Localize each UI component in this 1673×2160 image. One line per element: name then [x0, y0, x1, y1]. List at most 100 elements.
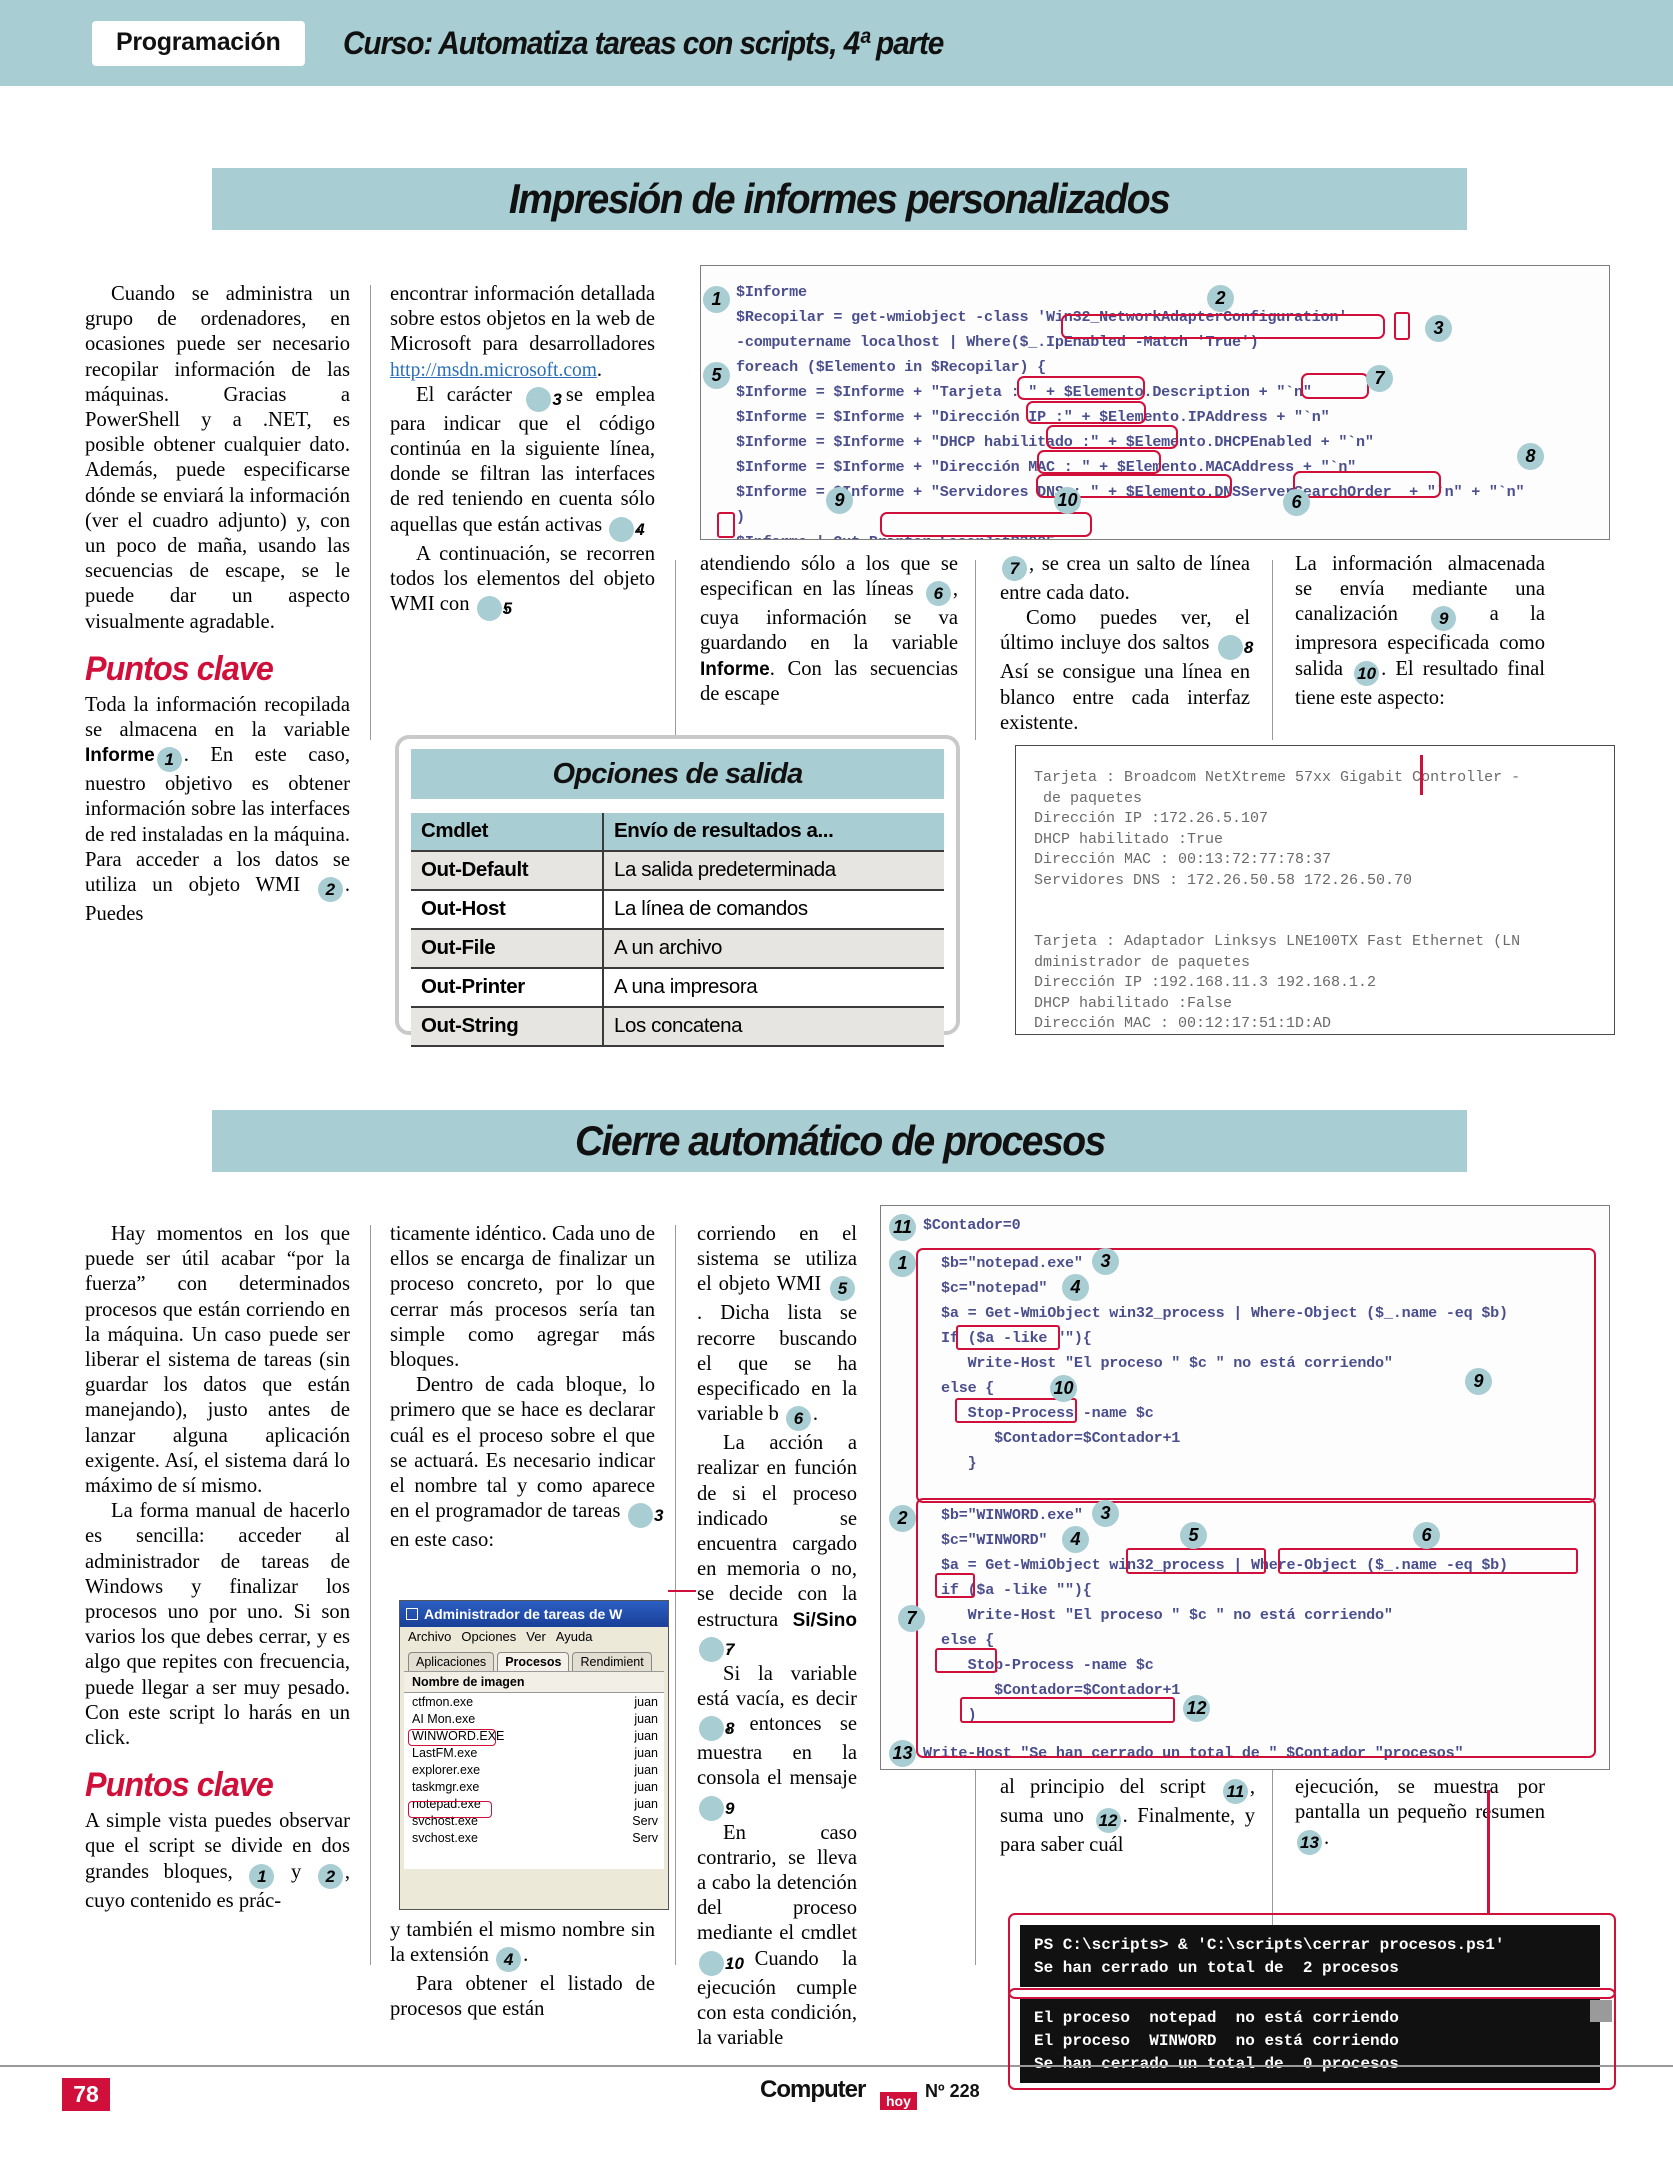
- code-line-7: $Informe = $Informe + "DHCP habilitado :…: [736, 433, 1374, 451]
- menu-archivo[interactable]: Archivo: [408, 1629, 452, 1644]
- tab-rendimiento[interactable]: Rendimient: [572, 1652, 652, 1671]
- marker-10: 10: [1354, 660, 1380, 686]
- marker-3: 3: [526, 386, 562, 412]
- code-marker-2: 2: [1207, 285, 1234, 312]
- code-line-11: $Informe | Out-Printer LaserJetP3005: [736, 533, 1055, 539]
- sample-output-informes: Tarjeta : Broadcom NetXtreme 57xx Gigabi…: [1015, 745, 1615, 1035]
- s2-code-marker-4: 4: [1062, 1274, 1089, 1301]
- column-rule-8: [1272, 1760, 1273, 1965]
- code-marker-5: 5: [703, 362, 730, 389]
- task-manager-screenshot: Administrador de tareas de W Archivo Opc…: [399, 1600, 669, 1910]
- s2-c3-p2: La acción a realizar en función de si el…: [697, 1431, 857, 1662]
- cell-desc: A un archivo: [603, 929, 944, 969]
- code-line-4: foreach ($Elemento in $Recopilar) {: [736, 358, 1047, 376]
- menu-opciones[interactable]: Opciones: [461, 1629, 517, 1644]
- cell-cmdlet: Out-Default: [411, 851, 604, 891]
- menu-ayuda[interactable]: Ayuda: [555, 1629, 593, 1644]
- s2-code-line-11: $b="WINWORD.exe": [941, 1506, 1083, 1524]
- cell-cmdlet: Out-Host: [411, 890, 604, 930]
- s1-c1-p2: Toda la información recopilada se almace…: [85, 693, 350, 926]
- s2-code-line-9: $Contador=$Contador+1: [941, 1429, 1181, 1447]
- s1-column-1: Cuando se administra un grupo de ordenad…: [85, 282, 350, 927]
- tab-aplicaciones[interactable]: Aplicaciones: [408, 1652, 495, 1671]
- output-options-title: Opciones de salida: [411, 749, 944, 799]
- s2-code-line-19: ): [941, 1706, 977, 1724]
- marker-5: 5: [476, 596, 512, 622]
- col-header-envio: Envío de resultados a...: [603, 813, 944, 852]
- code-line-6: $Informe = $Informe + "Dirección IP :" +…: [736, 408, 1330, 426]
- process-list-header[interactable]: Nombre de imagen: [404, 1671, 664, 1693]
- s2-c2-p2: Dentro de cada bloque, lo primero que se…: [390, 1374, 664, 1552]
- code-marker-3: 3: [1425, 315, 1452, 342]
- brand-suffix: hoy: [880, 2092, 917, 2110]
- table-row: Out-Printer A una impresora: [411, 968, 944, 1008]
- s2-code-marker-10: 10: [1050, 1375, 1077, 1402]
- marker-2: 2: [317, 877, 343, 903]
- section-banner-cierre: Cierre automático de procesos: [212, 1110, 1467, 1172]
- s1-c4-p2: Como puedes ver, el último incluye dos s…: [1000, 607, 1254, 734]
- s2-code-line-4: $a = Get-WmiObject win32_process | Where…: [941, 1304, 1508, 1322]
- column-rule-6: [675, 1225, 676, 1965]
- brand-name: Computer: [760, 2076, 866, 2103]
- s2-code-line-2: $b="notepad.exe": [941, 1254, 1083, 1272]
- cell-cmdlet: Out-File: [411, 929, 604, 969]
- code-line-3: -computername localhost | Where($_.IpEna…: [736, 333, 1259, 351]
- callout-line-13: [1487, 1790, 1490, 1915]
- s2-code-marker-2: 2: [889, 1505, 916, 1532]
- s2-code-line-16: else {: [941, 1631, 995, 1649]
- marker-12: 12: [1095, 1808, 1121, 1834]
- s2-code-line-7: else {: [941, 1379, 995, 1397]
- s1-column-2: encontrar información detallada sobre es…: [390, 282, 655, 622]
- marker-6: 6: [785, 1406, 811, 1432]
- s2-column-2b: y también el mismo nombre sin la extensi…: [390, 1918, 655, 2023]
- code-marker-10: 10: [1054, 487, 1081, 514]
- cell-desc: La línea de comandos: [603, 890, 944, 930]
- marker-5: 5: [830, 1276, 855, 1302]
- tab-procesos[interactable]: Procesos: [497, 1652, 570, 1671]
- issue-number: Nº 228: [925, 2081, 980, 2101]
- table-row: Out-String Los concatena: [411, 1007, 944, 1047]
- marker-3: 3: [628, 1503, 663, 1529]
- column-rule-1: [370, 285, 371, 740]
- header-category-tag: Programación: [92, 20, 305, 66]
- s2-code-marker-3: 3: [1092, 1248, 1119, 1275]
- terminal-output-2: El proceso notepad no está corriendo El …: [1020, 1998, 1600, 2083]
- s2-code-line-3: $c="notepad": [941, 1279, 1048, 1297]
- s2-code-marker-13: 13: [889, 1740, 916, 1767]
- s1-column-4: 7, se crea un salto de línea entre cada …: [1000, 552, 1254, 736]
- marker-9: 9: [699, 1795, 734, 1821]
- s2-column-2: ticamente idéntico. Cada uno de ellos se…: [390, 1222, 664, 1553]
- marker-8: 8: [699, 1716, 734, 1742]
- menu-ver[interactable]: Ver: [526, 1629, 546, 1644]
- s2-c1-p1: Hay momentos en los que puede ser útil a…: [85, 1223, 350, 1498]
- s2-code-line-17: Stop-Process -name $c: [941, 1656, 1154, 1674]
- callout-line-taskmgr: [668, 1590, 696, 1593]
- column-rule-7: [975, 1760, 976, 1965]
- marker-10: 10: [699, 1950, 744, 1976]
- code-line-9: $Informe = $Informe + "Servidores DNS : …: [736, 483, 1525, 501]
- terminal-output-1: PS C:\scripts> & 'C:\scripts\cerrar proc…: [1020, 1925, 1600, 1987]
- cell-desc: Los concatena: [603, 1007, 944, 1047]
- s2-column-1: Hay momentos en los que puede ser útil a…: [85, 1222, 350, 1914]
- column-rule-3: [975, 560, 976, 740]
- msdn-link[interactable]: http://msdn.microsoft.com: [390, 359, 597, 381]
- cell-cmdlet: Out-Printer: [411, 968, 604, 1008]
- section-banner-informes: Impresión de informes personalizados: [212, 168, 1467, 230]
- cell-cmdlet: Out-String: [411, 1007, 604, 1047]
- code-line-10: ): [736, 508, 745, 526]
- task-manager-title: Administrador de tareas de W: [424, 1606, 623, 1622]
- marker-2: 2: [317, 1863, 343, 1889]
- table-row: Out-Default La salida predeterminada: [411, 851, 944, 891]
- marker-11: 11: [1222, 1779, 1248, 1805]
- s1-c4-p1: 7, se crea un salto de línea entre cada …: [1000, 553, 1250, 604]
- code-marker-1: 1: [703, 286, 730, 313]
